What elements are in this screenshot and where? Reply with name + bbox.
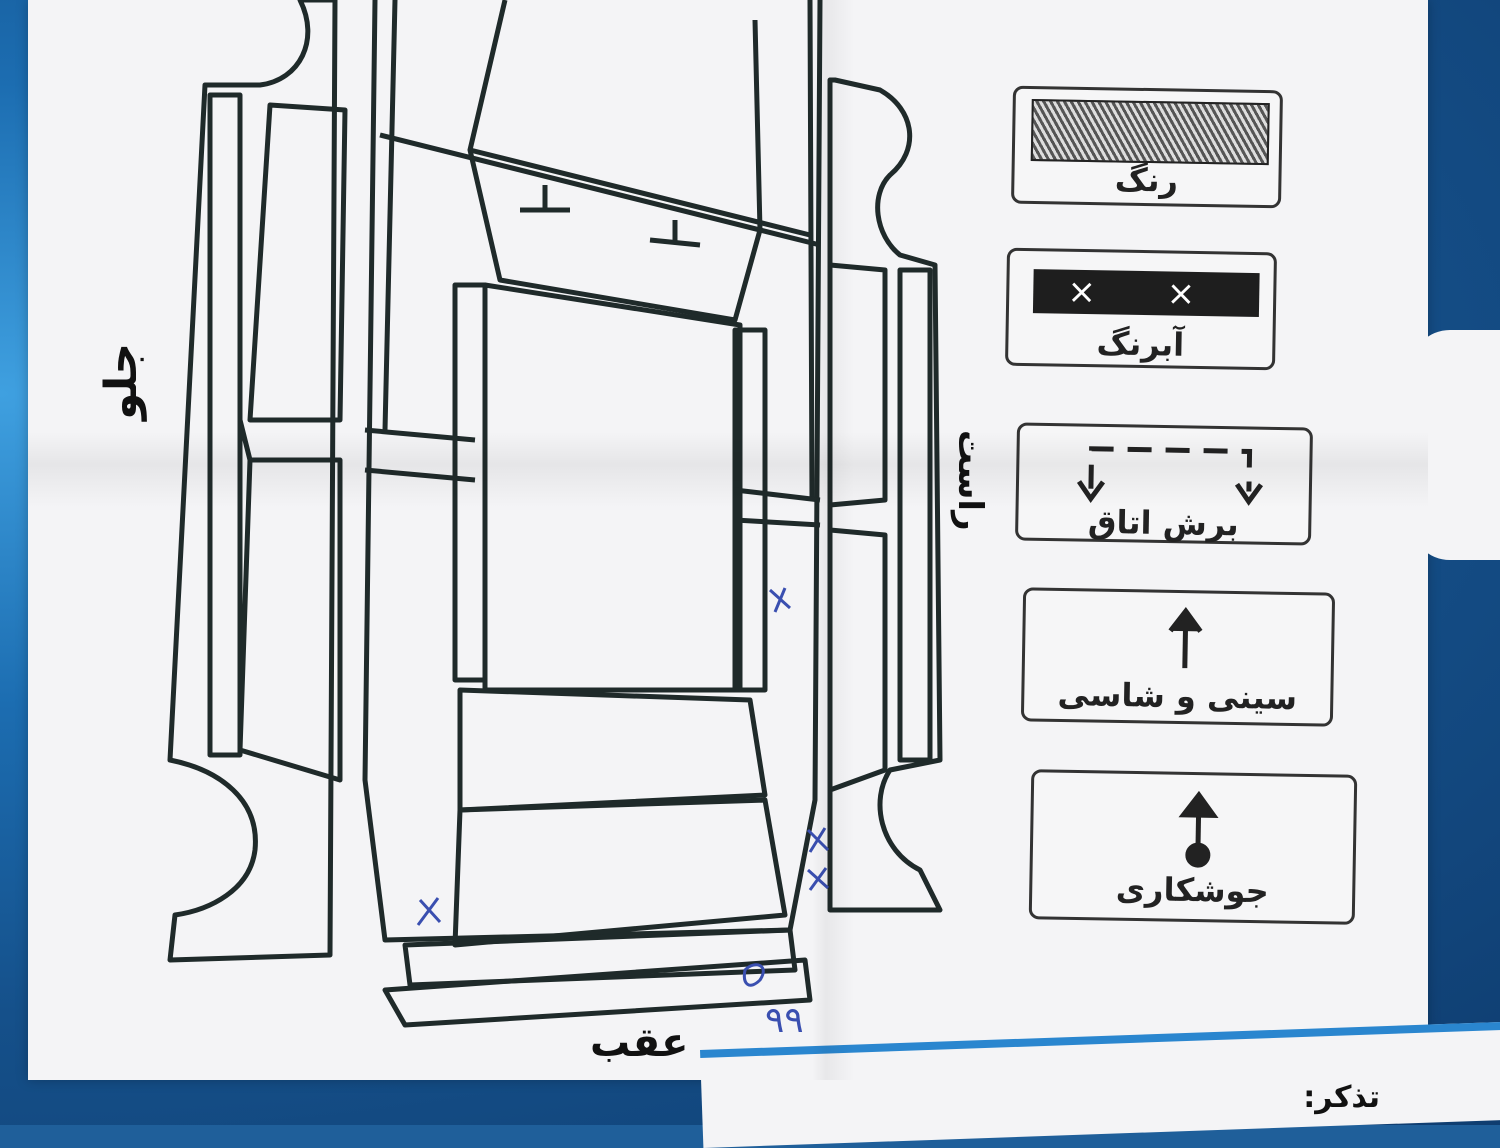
car-body-diagram <box>167 0 943 1028</box>
paint-swatch <box>1030 98 1270 166</box>
left-door-rear <box>237 457 343 783</box>
right-side-label: راست <box>950 430 990 531</box>
legend-welding-label: جوشکاری <box>1115 869 1270 911</box>
roof-outline <box>382 0 815 501</box>
left-pillar <box>452 282 488 683</box>
legend-cabin-cut: برش اتاق <box>1014 422 1314 546</box>
cabin-cut-icon <box>1076 446 1264 506</box>
rear-bumper <box>402 927 798 988</box>
up-arrow-icon <box>1168 606 1203 669</box>
hood-front <box>467 0 763 323</box>
legend-paint-label: رنگ <box>1114 160 1179 200</box>
legend-paint: رنگ <box>1010 85 1284 209</box>
right-door-front <box>827 262 888 508</box>
rear-bumper-lower <box>382 957 813 1028</box>
legend-chassis: سینی و شاسی <box>1020 587 1336 727</box>
legend-scratch-label: آبرنگ <box>1096 324 1185 364</box>
right-panel <box>897 267 933 763</box>
right-pillar <box>732 327 768 693</box>
rear-window <box>457 687 768 813</box>
notes-label: تذکر: <box>1303 1080 1380 1115</box>
side-card <box>1410 330 1500 560</box>
windshield <box>469 147 811 238</box>
legend-scratch: × × آبرنگ <box>1004 247 1278 371</box>
left-door-front <box>247 102 348 423</box>
rear-label: عقب <box>590 1020 689 1066</box>
right-door-rear <box>827 527 888 793</box>
left-panel-front <box>207 92 243 758</box>
trunk-lid <box>452 797 788 948</box>
left-side-outline <box>167 0 338 963</box>
scratch-swatch: × × <box>1032 269 1260 318</box>
legend-cabin-cut-label: برش اتاق <box>1087 502 1240 544</box>
legend-welding: جوشکاری <box>1028 769 1358 925</box>
front-label: جلو <box>96 342 147 420</box>
handwritten-number: ۹۹ <box>765 1000 804 1041</box>
welding-icon <box>1178 790 1219 868</box>
legend-chassis-label: سینی و شاسی <box>1057 674 1298 718</box>
right-side-outline <box>827 77 943 913</box>
roof-panel <box>482 282 743 693</box>
